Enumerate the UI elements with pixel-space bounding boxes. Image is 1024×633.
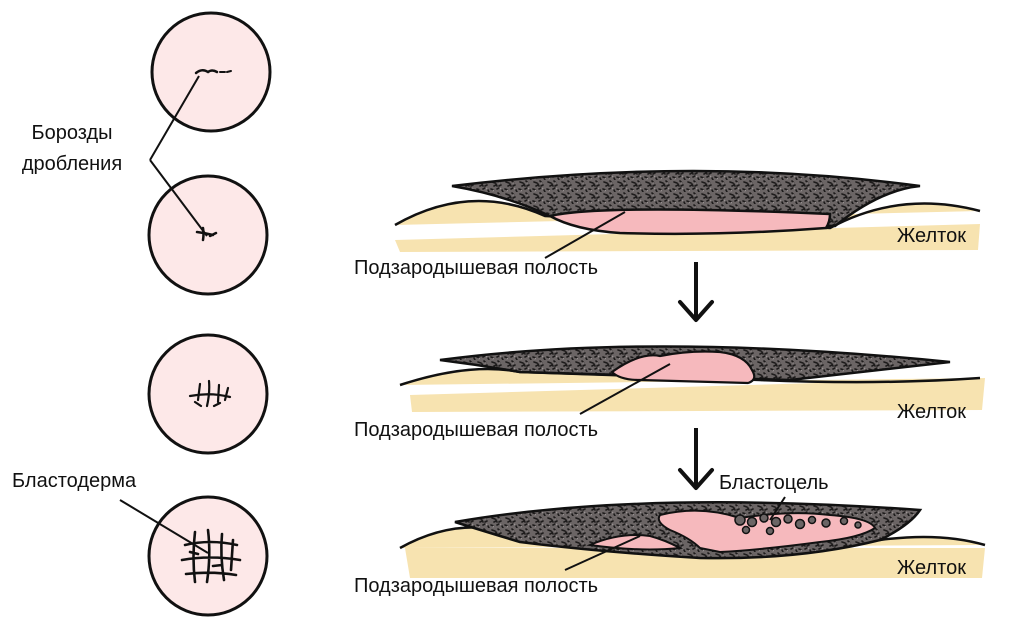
cross-section-2: Желток Подзародышевая полость <box>354 345 985 441</box>
yolk-label-2: Желток <box>897 401 966 423</box>
blastoderm-label-text: Бластодерма <box>12 470 137 492</box>
cell-top-view-2 <box>147 174 269 296</box>
yolk-label-1: Желток <box>897 225 966 247</box>
blastoderm-label: Бластодерма <box>12 470 209 554</box>
cell-top-view-4 <box>147 495 269 617</box>
yolk-label-3: Желток <box>897 557 966 579</box>
cell-top-view-1 <box>150 11 272 133</box>
blastocoel-label: Бластоцель <box>719 472 829 494</box>
down-arrow-icon <box>678 262 714 322</box>
subgerminal-cavity-label-1: Подзародышевая полость <box>354 257 598 279</box>
cleavage-furrows-label-line1: Борозды <box>31 122 112 144</box>
cleavage-furrows-label: Борозды дробления <box>22 75 208 237</box>
subgerminal-cavity-label-3: Подзародышевая полость <box>354 575 598 597</box>
cleavage-furrows-label-line2: дробления <box>22 153 122 175</box>
subgerminal-cavity-label-2: Подзародышевая полость <box>354 419 598 441</box>
down-arrow-icon <box>678 428 714 490</box>
cell-top-view-3 <box>147 333 269 455</box>
blastocoel-cells <box>734 513 862 536</box>
cross-section-1: Желток Подзародышевая полость <box>354 169 981 279</box>
cross-section-3: Желток Подзародышевая полость Бластоцель <box>354 472 986 597</box>
